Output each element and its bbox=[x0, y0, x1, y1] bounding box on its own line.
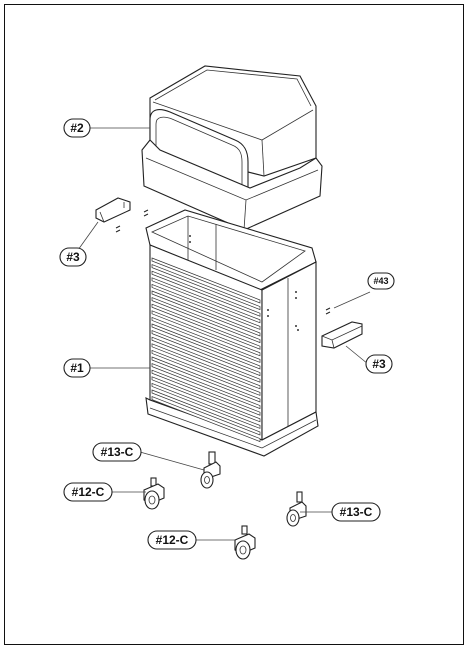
caster-12c-a-part bbox=[143, 477, 165, 510]
callout-caster-13c-a-label: #13-C bbox=[101, 445, 134, 459]
leader-lines bbox=[77, 127, 371, 541]
callout-handle-right: #3 bbox=[365, 354, 393, 374]
louver-slat bbox=[151, 270, 261, 317]
louver-slat bbox=[151, 349, 261, 396]
callout-screws-label: #43 bbox=[373, 276, 388, 286]
louver-slat bbox=[151, 257, 261, 304]
callout-body: #1 bbox=[63, 358, 91, 378]
louver-slat bbox=[151, 396, 261, 443]
callout-caster-12c-b-label: #12-C bbox=[156, 533, 189, 547]
callout-lid: #2 bbox=[63, 118, 91, 138]
callout-handle-left-label: #3 bbox=[66, 250, 80, 264]
callout-lid-label: #2 bbox=[70, 121, 84, 135]
body-screw-holes bbox=[189, 235, 299, 331]
louver-slat bbox=[151, 303, 261, 350]
callout-caster-12c-a-label: #12-C bbox=[72, 485, 105, 499]
louver-slat bbox=[151, 363, 261, 410]
handle-left-part bbox=[95, 197, 131, 223]
louver-slat bbox=[151, 283, 261, 330]
callout-caster-12c-b: #12-C bbox=[147, 530, 197, 550]
louver-slat bbox=[151, 376, 261, 423]
callout-caster-13c-a: #13-C bbox=[92, 442, 142, 462]
louver-slat bbox=[151, 336, 261, 383]
callout-caster-12c-a: #12-C bbox=[63, 482, 113, 502]
louver-slat bbox=[151, 316, 261, 363]
callout-handle-left: #3 bbox=[59, 247, 87, 267]
louver-slat bbox=[151, 356, 261, 403]
louver-slat bbox=[151, 323, 261, 370]
louver-slat bbox=[151, 389, 261, 436]
louver-slat bbox=[151, 310, 261, 357]
caster-12c-b-part bbox=[234, 525, 256, 560]
caster-13c-a-part bbox=[200, 451, 221, 489]
louver-slat bbox=[151, 264, 261, 311]
louver-slat bbox=[151, 297, 261, 344]
callout-screws: #43 bbox=[367, 272, 395, 290]
callout-caster-13c-b-label: #13-C bbox=[340, 505, 373, 519]
louver-slats bbox=[151, 257, 261, 443]
callout-caster-13c-b: #13-C bbox=[331, 502, 381, 522]
screws-set bbox=[115, 209, 331, 315]
lid-part bbox=[141, 65, 323, 231]
louver-slat bbox=[151, 290, 261, 337]
drawing-frame bbox=[4, 4, 464, 645]
handle-right-part bbox=[321, 321, 363, 349]
louver-slat bbox=[151, 369, 261, 416]
louver-slat bbox=[151, 382, 261, 429]
louver-slat bbox=[151, 277, 261, 324]
louver-slat bbox=[151, 343, 261, 390]
callout-handle-right-label: #3 bbox=[372, 357, 386, 371]
louver-slat bbox=[151, 330, 261, 377]
caster-13c-b-part bbox=[286, 491, 307, 527]
callout-body-label: #1 bbox=[70, 361, 84, 375]
